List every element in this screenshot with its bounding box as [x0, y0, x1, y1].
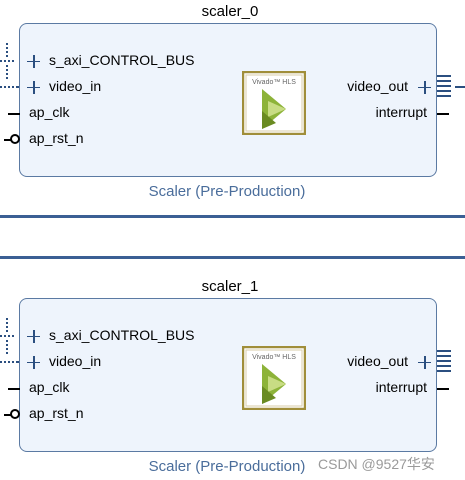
bus-expand-icon[interactable]	[418, 81, 431, 94]
bus-connection-line[interactable]	[0, 256, 465, 259]
interrupt-pin[interactable]	[437, 113, 449, 115]
port-video-in[interactable]: video_in	[49, 353, 102, 369]
ip-block-scaler-1[interactable]: scaler_1 s_axi_CONTROL_BUS video_in ap_c…	[0, 278, 465, 480]
bus-expand-icon[interactable]	[27, 55, 40, 68]
interrupt-pin[interactable]	[437, 388, 449, 390]
active-low-marker	[10, 134, 20, 144]
bus-expand-icon[interactable]	[27, 330, 40, 343]
bus-expand-icon[interactable]	[27, 81, 40, 94]
port-interrupt[interactable]: interrupt	[375, 379, 427, 395]
clock-pin[interactable]	[8, 388, 20, 390]
port-video-out[interactable]: video_out	[347, 353, 408, 369]
reset-pin[interactable]	[4, 139, 12, 141]
svg-text:Vivado™ HLS: Vivado™ HLS	[252, 79, 296, 86]
port-ap-clk[interactable]: ap_clk	[29, 379, 70, 395]
vivado-hls-logo: Vivado™ HLS	[242, 346, 306, 410]
port-s-axi-control-bus[interactable]: s_axi_CONTROL_BUS	[49, 52, 195, 68]
svg-text:Vivado™ HLS: Vivado™ HLS	[252, 354, 296, 361]
instance-name: scaler_1	[201, 278, 259, 295]
block-body[interactable]	[19, 23, 437, 177]
bus-interface-icon	[0, 318, 20, 363]
port-video-in[interactable]: video_in	[49, 78, 102, 94]
port-interrupt[interactable]: interrupt	[375, 104, 427, 120]
port-ap-clk[interactable]: ap_clk	[29, 104, 70, 120]
port-ap-rst-n[interactable]: ap_rst_n	[29, 130, 84, 146]
bus-interface-icon	[437, 75, 465, 97]
port-video-out[interactable]: video_out	[347, 78, 408, 94]
ip-name-label: Scaler (Pre-Production)	[148, 183, 306, 200]
block-body[interactable]	[19, 298, 437, 452]
vivado-hls-logo: Vivado™ HLS	[242, 71, 306, 135]
instance-name: scaler_0	[201, 3, 259, 20]
bus-interface-icon	[0, 43, 20, 88]
bus-expand-icon[interactable]	[418, 356, 431, 369]
bus-interface-icon	[437, 350, 451, 372]
bus-expand-icon[interactable]	[27, 356, 40, 369]
port-ap-rst-n[interactable]: ap_rst_n	[29, 405, 84, 421]
active-low-marker	[10, 409, 20, 419]
ip-name-label: Scaler (Pre-Production)	[148, 458, 306, 475]
bus-connection-line[interactable]	[0, 215, 465, 218]
watermark: CSDN @9527华安	[318, 456, 435, 472]
ip-block-scaler-0[interactable]: scaler_0 s_axi_CONTROL_BUS video_in ap_c…	[0, 3, 465, 205]
port-s-axi-control-bus[interactable]: s_axi_CONTROL_BUS	[49, 327, 195, 343]
reset-pin[interactable]	[4, 414, 12, 416]
clock-pin[interactable]	[8, 113, 20, 115]
